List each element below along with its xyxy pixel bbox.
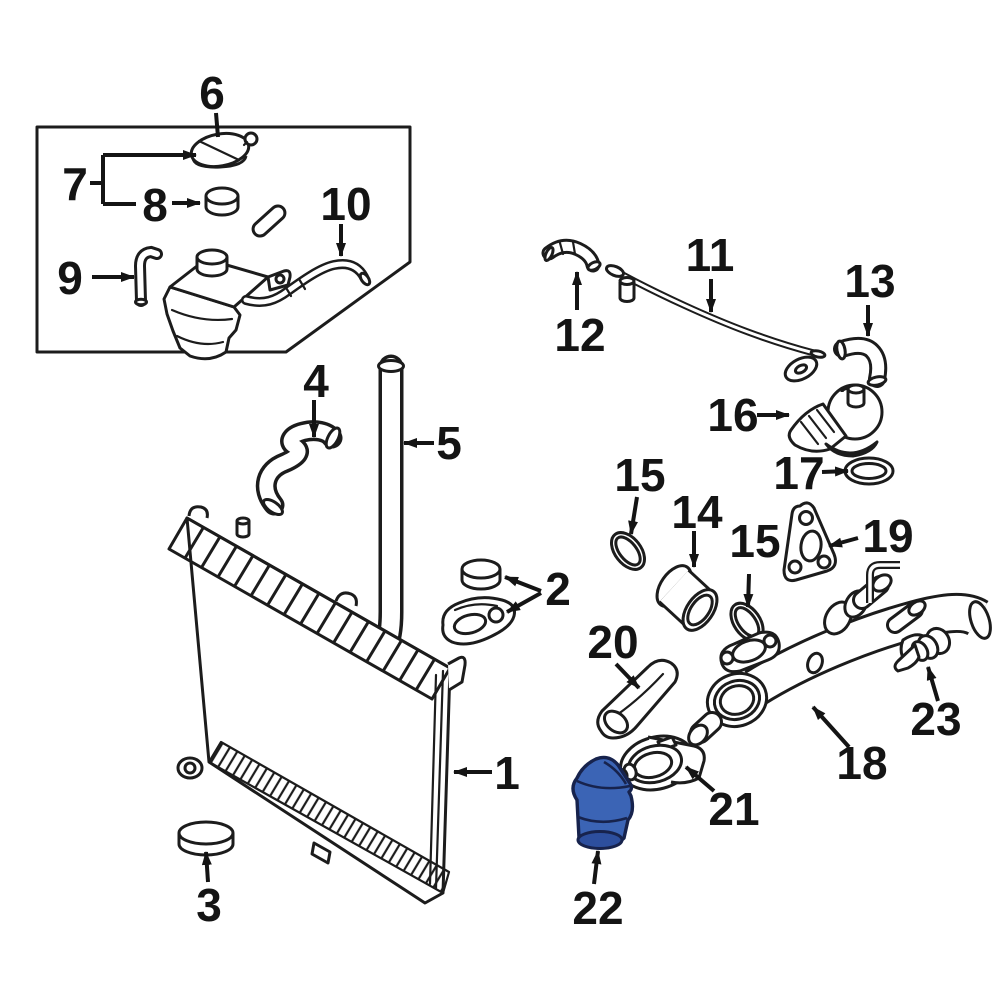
callout-10-label: 10 [320, 178, 371, 230]
pipe-11-part [604, 264, 827, 383]
inset-box-group [35, 125, 412, 361]
callout-21-label: 21 [708, 783, 759, 835]
hose-13-part [833, 337, 888, 388]
callout-14-label: 14 [671, 486, 723, 538]
reservoir-hose-part [241, 259, 372, 307]
arrow-19 [828, 536, 859, 548]
bracket-20-part [596, 658, 679, 740]
callout-5-label: 5 [436, 417, 462, 469]
hose-12-part [541, 238, 602, 273]
arrow-18 [811, 705, 851, 749]
water-pipe-assembly-part [687, 561, 992, 747]
bent-tube-part [133, 245, 163, 307]
callout-20-label: 20 [587, 616, 638, 668]
leader-6 [214, 112, 220, 138]
callout-16-label: 16 [707, 389, 758, 441]
oval-pad-part [251, 204, 287, 238]
plug-23-part [893, 626, 952, 673]
arrow-15a [628, 496, 639, 535]
leader-lines [90, 112, 940, 885]
sleeve-14-part [655, 564, 719, 632]
arrow-2a [504, 575, 542, 593]
arrow-22 [591, 850, 602, 885]
callout-12-label: 12 [554, 309, 605, 361]
arrow-21 [684, 765, 716, 793]
callout-13-label: 13 [844, 255, 895, 307]
reservoir-cap-part [189, 131, 259, 169]
callout-9-label: 9 [57, 252, 83, 304]
callout-7-label: 7 [62, 158, 88, 210]
plug-cap-part [177, 820, 235, 857]
gasket-19-part [782, 501, 837, 582]
callout-23-label: 23 [910, 693, 961, 745]
callout-8-label: 8 [142, 179, 168, 231]
o-ring-15a-part [610, 531, 646, 571]
arrow-15b [743, 573, 754, 608]
callout-22-label: 22 [572, 882, 623, 934]
arrow-2b [506, 591, 542, 614]
callout-1-label: 1 [494, 747, 520, 799]
inset-box-outline [35, 125, 412, 354]
hose-4-part [255, 420, 343, 517]
water-inlet-highlighted-part [571, 755, 635, 850]
drain-parts-group [441, 558, 516, 646]
callout-17-label: 17 [773, 447, 824, 499]
reservoir-tank-part [162, 248, 292, 361]
water-inlet-opening [576, 830, 624, 850]
callout-3-label: 3 [196, 879, 222, 931]
callout-6-label: 6 [199, 67, 225, 119]
callout-11-label: 11 [686, 229, 735, 281]
callout-labels: 6 7 8 9 10 4 5 12 11 13 16 17 15 14 15 1… [57, 67, 961, 934]
outlet-fitting-part [787, 383, 884, 458]
callout-15b-label: 15 [729, 515, 780, 567]
callout-18-label: 18 [836, 737, 887, 789]
arrow-17 [821, 466, 849, 477]
small-cap-part [204, 186, 240, 217]
arrow-20 [614, 662, 641, 690]
callout-4-label: 4 [303, 355, 329, 407]
arrow-23 [926, 666, 940, 702]
callout-15a-label: 15 [614, 449, 665, 501]
o-ring-17-part [843, 456, 895, 486]
arrow-3 [201, 851, 212, 883]
callout-2-label: 2 [545, 563, 571, 615]
bracket-7 [90, 155, 136, 206]
callout-19-label: 19 [862, 510, 913, 562]
radiator-part [167, 505, 467, 905]
